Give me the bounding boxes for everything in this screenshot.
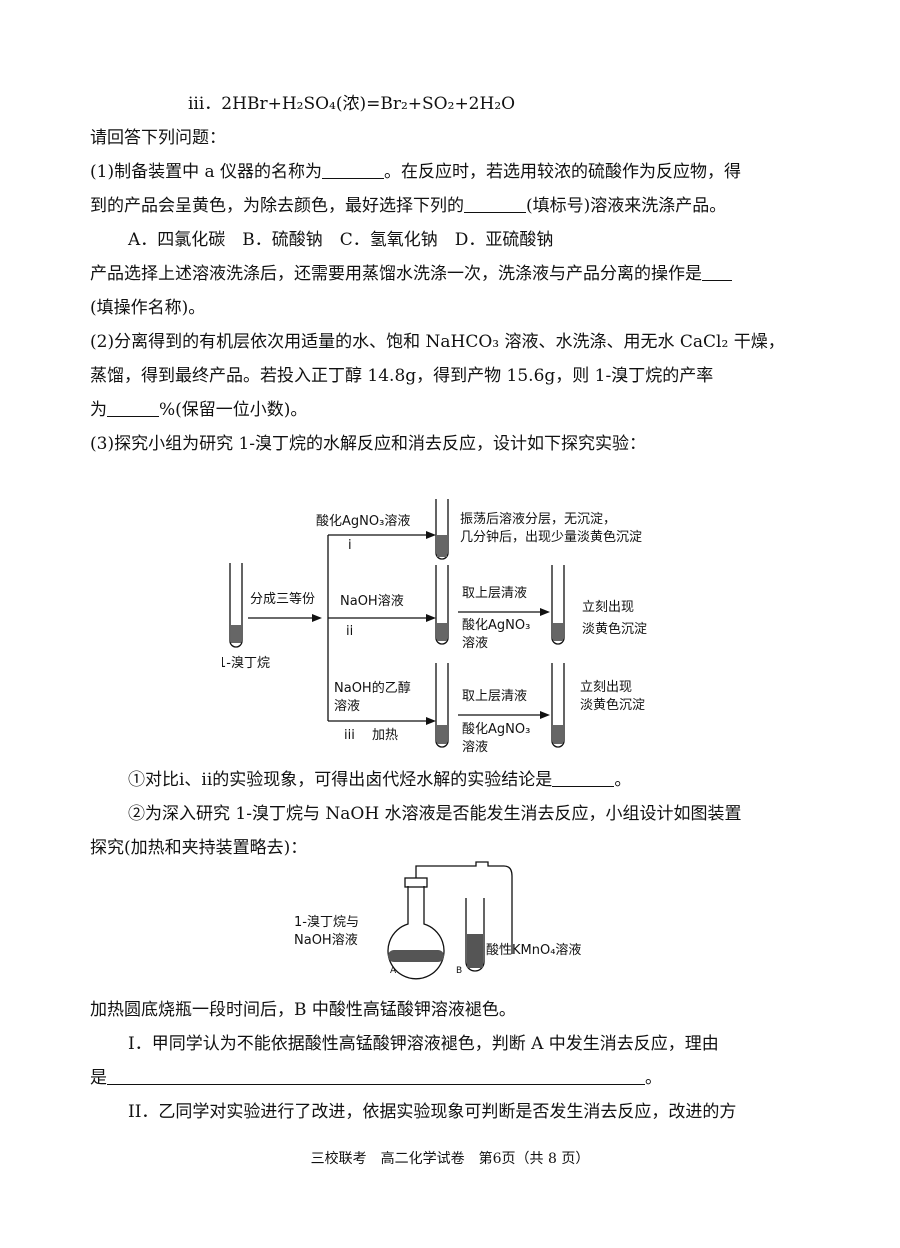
flask-label-2: NaOH溶液 [294, 933, 358, 948]
flask-label-1: 1-溴丁烷与 [294, 915, 359, 930]
step-iii-2: 酸化AgNO₃ [462, 722, 530, 737]
q1-line4: (填操作名称)。 [90, 298, 206, 318]
step-iii-3: 溶液 [462, 740, 488, 755]
tube-ii-result [551, 565, 565, 645]
tube-iii-result [551, 663, 565, 748]
reagent-i: 酸化AgNO₃溶液 [316, 514, 410, 529]
q1-line1: (1)制备装置中 a 仪器的名称为。在反应时，若选用较浓的硫酸作为反应物，得 [90, 162, 742, 182]
tube-i [435, 499, 449, 560]
label-a: A [390, 966, 397, 976]
qI-line1: I．甲同学认为不能依据酸性高锰酸钾溶液褪色，判断 A 中发生消去反应，理由 [128, 1034, 719, 1054]
apparatus-diagram: 1-溴丁烷与 NaOH溶液 A B 酸性KMnO₄溶液 [294, 861, 581, 980]
label-iii: iii [344, 728, 355, 743]
label-i: i [348, 538, 352, 553]
observation-i-2: 几分钟后，出现少量淡黄色沉淀 [460, 529, 642, 545]
round-bottom-flask [387, 886, 445, 980]
observation-ii-2: 淡黄色沉淀 [582, 621, 647, 637]
experiment-flow-diagram: 分成三等份 1-溴丁烷 酸化AgNO₃溶液 i 振荡后溶液分层，无沉淀， 几分钟… [222, 499, 647, 755]
prompt: 请回答下列问题： [90, 128, 226, 148]
q3-1: ①对比i、ii的实验现象，可得出卤代烃水解的实验结论是。 [128, 770, 632, 790]
reagent-ii: NaOH溶液 [340, 594, 404, 609]
kmno4-label: 酸性KMnO₄溶液 [486, 943, 581, 958]
q1-line2: 到的产品会呈黄色，为除去颜色，最好选择下列的(填标号)溶液来洗涤产品。 [90, 196, 727, 216]
observation-ii-1: 立刻出现 [582, 600, 634, 615]
q3-3: 加热圆底烧瓶一段时间后，B 中酸性高锰酸钾溶液褪色。 [90, 1000, 516, 1020]
reagent-iii-1: NaOH的乙醇 [334, 680, 411, 696]
observation-iii-1: 立刻出现 [580, 680, 632, 695]
tube-ii [435, 565, 449, 645]
q1-options: A．四氯化碳 B．硫酸钠 C．氢氧化钠 D．亚硫酸钠 [128, 230, 554, 250]
start-tube [229, 563, 243, 648]
equation-iii: iii．2HBr+H₂SO₄(浓)=Br₂+SO₂+2H₂O [188, 94, 516, 114]
page-footer: 三校联考 高二化学试卷 第6页（共 8 页） [310, 1151, 590, 1167]
label-ii: ii [346, 624, 353, 639]
step-ii-3: 溶液 [462, 636, 488, 651]
heat-label: 加热 [372, 728, 398, 743]
qI-line2: 是。 [90, 1068, 662, 1088]
step-iii-1: 取上层清液 [462, 689, 527, 704]
label-b: B [456, 966, 462, 976]
q3-intro: (3)探究小组为研究 1-溴丁烷的水解反应和消去反应，设计如下探究实验： [90, 434, 647, 454]
q2-line3: 为%(保留一位小数)。 [90, 400, 308, 420]
split-label: 分成三等份 [250, 591, 315, 607]
q3-2-line1: ②为深入研究 1-溴丁烷与 NaOH 水溶液是否能发生消去反应，小组设计如图装置 [128, 804, 742, 824]
q1-line3: 产品选择上述溶液洗涤后，还需要用蒸馏水洗涤一次，洗涤液与产品分离的操作是 [90, 262, 732, 286]
q3-2-line2: 探究(加热和夹持装置略去)： [90, 838, 308, 858]
step-ii-1: 取上层清液 [462, 586, 527, 601]
test-tube-b [465, 898, 485, 972]
observation-iii-2: 淡黄色沉淀 [580, 697, 645, 713]
tube-iii [435, 663, 449, 748]
q2-line1: (2)分离得到的有机层依次用适量的水、饱和 NaHCO₃ 溶液、水洗涤、用无水 … [90, 332, 785, 352]
step-ii-2: 酸化AgNO₃ [462, 618, 530, 633]
observation-i-1: 振荡后溶液分层，无沉淀， [460, 512, 616, 527]
q2-line2: 蒸馏，得到最终产品。若投入正丁醇 14.8g，得到产物 15.6g，则 1-溴丁… [90, 366, 714, 386]
reagent-iii-2: 溶液 [334, 699, 360, 714]
qII-line1: II．乙同学对实验进行了改进，依据实验现象可判断是否发生消去反应，改进的方 [128, 1102, 737, 1122]
start-label: 1-溴丁烷 [222, 656, 270, 671]
